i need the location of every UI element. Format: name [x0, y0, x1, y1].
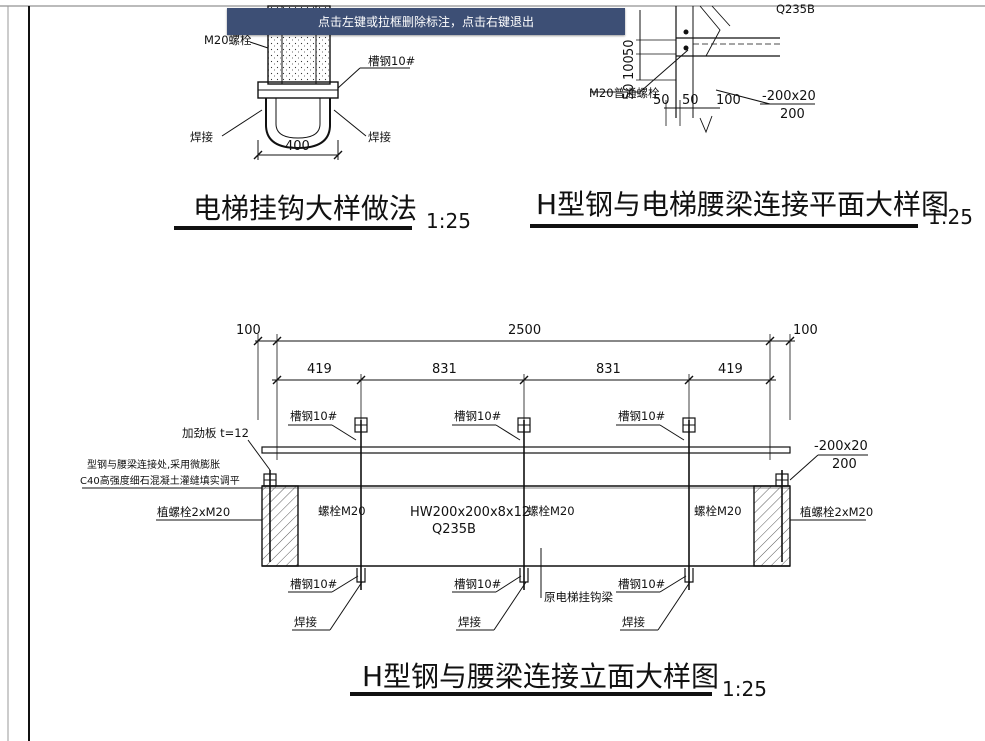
- elev-dim-seg-4: 419: [718, 362, 743, 377]
- elev-beam-spec-1: HW200x200x8x12: [410, 505, 530, 520]
- hook-scale: 1:25: [426, 209, 471, 233]
- elev-channel-bottom-1: 槽钢10#: [290, 577, 337, 591]
- elev-bolt-label-2: 螺栓M20: [527, 504, 575, 518]
- plan-title: H型钢与电梯腰梁连接平面大样图: [536, 188, 949, 221]
- plan-dim-bottom-1: 50: [653, 93, 670, 108]
- elev-weld-3: 焊接: [622, 615, 645, 629]
- plan-dim-bottom-3: 100: [716, 93, 741, 108]
- elev-dim-edge-left: 100: [236, 323, 261, 338]
- plan-plate-width: 200: [780, 107, 805, 122]
- right-ring-beam: [753, 485, 791, 567]
- elev-channel-bottom-2: 槽钢10#: [454, 577, 501, 591]
- plan-scale: 1:25: [928, 205, 973, 229]
- detail-elevation: [82, 334, 868, 696]
- elev-stiffener-label: 加劲板 t=12: [182, 426, 249, 440]
- plan-plate-label: -200x20: [762, 89, 816, 104]
- detail-plan: [530, 5, 918, 228]
- elev-dim-seg-2: 831: [432, 362, 457, 377]
- elev-weld-1: 焊接: [294, 615, 317, 629]
- elev-channel-bottom-3: 槽钢10#: [618, 577, 665, 591]
- elev-dim-seg-3: 831: [596, 362, 621, 377]
- annotation-hint-banner[interactable]: 点击左键或拉框删除标注，点击右键退出: [227, 8, 625, 35]
- elev-channel-top-3: 槽钢10#: [618, 409, 665, 423]
- hook-bolt-label: M20螺栓: [204, 33, 252, 47]
- elev-anchor-left: 植螺栓2xM20: [157, 505, 230, 519]
- hook-weld-left-label: 焊接: [190, 130, 213, 144]
- elev-dim-edge-right: 100: [793, 323, 818, 338]
- hook-title: 电梯挂钩大样做法: [193, 192, 417, 225]
- elev-dim-total: 2500: [508, 323, 541, 338]
- hook-loop: [265, 98, 331, 150]
- elevation-title: H型钢与腰梁连接立面大样图: [362, 660, 719, 693]
- elev-beam-spec-2: Q235B: [432, 522, 476, 537]
- elev-bolt-label-3: 螺栓M20: [694, 504, 742, 518]
- elev-existing-beam: 原电梯挂钩梁: [544, 590, 613, 604]
- plan-bolt-label: M20普通螺栓: [589, 86, 660, 100]
- plan-dim-50: 50: [622, 39, 637, 56]
- elevation-scale: 1:25: [722, 677, 767, 701]
- elev-channel-top-1: 槽钢10#: [290, 409, 337, 423]
- elev-bolt-label-1: 螺栓M20: [318, 504, 366, 518]
- plan-partial-label: Q235B: [776, 2, 815, 16]
- elev-plate-label: -200x20: [814, 439, 868, 454]
- plan-dim-100: 100: [622, 55, 637, 80]
- h-beam-top-flange: [261, 446, 791, 454]
- plan-dim-50-lower: 50: [622, 83, 637, 100]
- elev-weld-2: 焊接: [458, 615, 481, 629]
- hook-width-dim: 400: [285, 139, 310, 154]
- annotation-hint-text: 点击左键或拉框删除标注，点击右键退出: [317, 15, 534, 29]
- hook-channel-label: 槽钢10#: [368, 54, 415, 68]
- elev-dim-seg-1: 419: [307, 362, 332, 377]
- left-ring-beam: [261, 485, 299, 567]
- elev-note-line-1: 型钢与腰梁连接处,采用微膨胀: [87, 458, 220, 471]
- elev-note-line-2: C40高强度细石混凝土灌缝填实调平: [80, 474, 240, 487]
- hook-weld-right-label: 焊接: [368, 130, 391, 144]
- elev-channel-top-2: 槽钢10#: [454, 409, 501, 423]
- elev-plate-width: 200: [832, 457, 857, 472]
- plan-dim-bottom-2: 50: [682, 93, 699, 108]
- elev-anchor-right: 植螺栓2xM20: [800, 505, 873, 519]
